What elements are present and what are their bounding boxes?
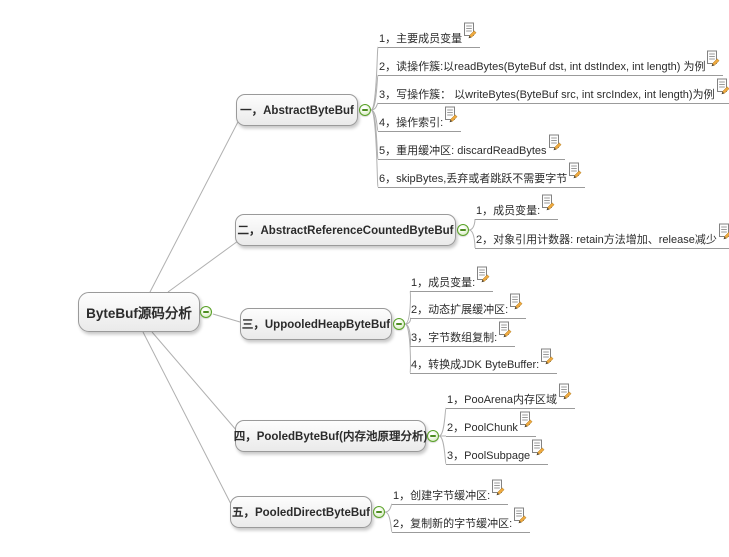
subtopic-label: 3，字节数组复制: [411, 332, 498, 344]
note-icon[interactable] [513, 507, 527, 524]
subtopic-label: 3，写操作簇： 以writeBytes(ByteBuf src, int src… [379, 89, 715, 101]
branch-label: 二，AbstractReferenceCountedByteBuf [237, 225, 454, 237]
note-icon[interactable] [548, 134, 562, 151]
subtopic[interactable]: 2，复制新的字节缓冲区: [392, 507, 531, 533]
note-icon[interactable] [491, 479, 505, 496]
note-icon[interactable] [444, 106, 458, 123]
branch-topic-abstractreferencecountedbytebuf[interactable]: 二，AbstractReferenceCountedByteBuf [235, 214, 456, 246]
branch-label: 一，AbstractByteBuf [240, 105, 354, 117]
subtopic-label: 2，对象引用计数器: retain方法增加、release减少 [476, 234, 717, 246]
branch-label: 五，PooledDirectByteBuf [231, 507, 371, 519]
collapse-icon[interactable] [393, 318, 405, 330]
subtopic[interactable]: 1，成员变量: [410, 266, 494, 292]
subtopic-label: 6，skipBytes,丢弃或者跳跃不需要字节 [379, 173, 568, 185]
branch-topic-uppooledheapbytebuf[interactable]: 三，UppooledHeapByteBuf [240, 308, 392, 340]
root-topic[interactable]: ByteBuf源码分析 [78, 292, 200, 332]
subtopic[interactable]: 3，PoolSubpage [446, 439, 549, 465]
collapse-icon[interactable] [359, 104, 371, 116]
branch-topic-pooleddirectbytebuf[interactable]: 五，PooledDirectByteBuf [230, 496, 372, 528]
subtopic-label: 2，复制新的字节缓冲区: [393, 518, 513, 530]
connector-line [370, 46, 379, 111]
connector-line [142, 331, 234, 509]
note-icon[interactable] [476, 266, 490, 283]
subtopic[interactable]: 1，主要成员变量 [378, 22, 481, 48]
subtopic[interactable]: 4，操作索引: [378, 106, 462, 132]
collapse-icon[interactable] [427, 430, 439, 442]
connector-line [438, 435, 447, 465]
connector-line [384, 511, 393, 533]
subtopic[interactable]: 2，PoolChunk [446, 411, 536, 437]
note-icon[interactable] [463, 22, 477, 39]
connector-line [167, 240, 239, 293]
connector-line [151, 331, 238, 432]
subtopic[interactable]: 1，成员变量: [475, 194, 559, 220]
subtopic-label: 2，读操作簇:以readBytes(ByteBuf dst, int dstIn… [379, 61, 706, 73]
connector-line [468, 218, 476, 231]
subtopic-label: 5，重用缓冲区: discardReadBytes [379, 145, 547, 157]
subtopic[interactable]: 2，对象引用计数器: retain方法增加、release减少 [475, 223, 729, 249]
collapse-icon[interactable] [457, 224, 469, 236]
subtopic-label: 1，成员变量: [411, 277, 476, 289]
connector-line [384, 503, 393, 513]
note-icon[interactable] [531, 439, 545, 456]
note-icon[interactable] [558, 383, 572, 400]
subtopic[interactable]: 2，读操作簇:以readBytes(ByteBuf dst, int dstIn… [378, 50, 724, 76]
subtopic[interactable]: 5，重用缓冲区: discardReadBytes [378, 134, 565, 160]
note-icon[interactable] [568, 162, 582, 179]
note-icon[interactable] [716, 78, 729, 95]
subtopic[interactable]: 3，写操作簇： 以writeBytes(ByteBuf src, int src… [378, 78, 729, 104]
note-icon[interactable] [706, 50, 720, 67]
note-icon[interactable] [540, 348, 554, 365]
subtopic[interactable]: 3，字节数组复制: [410, 321, 516, 347]
subtopic-label: 1，创建字节缓冲区: [393, 490, 491, 502]
collapse-icon[interactable] [373, 506, 385, 518]
subtopic-label: 1，主要成员变量 [379, 33, 463, 45]
branch-label: 三，UppooledHeapByteBuf [241, 319, 391, 331]
subtopic[interactable]: 2，动态扩展缓冲区: [410, 293, 527, 319]
note-icon[interactable] [718, 223, 729, 240]
subtopic[interactable]: 6，skipBytes,丢弃或者跳跃不需要字节 [378, 162, 586, 188]
subtopic-label: 4，转换成JDK ByteBuffer: [411, 359, 540, 371]
note-icon[interactable] [498, 321, 512, 338]
connector-line [370, 74, 379, 111]
subtopic-label: 1，PooArena内存区域 [447, 394, 558, 406]
note-icon[interactable] [541, 194, 555, 211]
subtopic-label: 4，操作索引: [379, 117, 444, 129]
branch-topic-abstractbytebuf[interactable]: 一，AbstractByteBuf [236, 94, 358, 126]
branch-topic-pooledbytebuf[interactable]: 四，PooledByteBuf(内存池原理分析) [233, 420, 428, 452]
connector-line [370, 109, 379, 188]
subtopic[interactable]: 4，转换成JDK ByteBuffer: [410, 348, 558, 374]
connector-line [212, 313, 241, 323]
connector-line [370, 109, 379, 132]
subtopic-label: 2，PoolChunk [447, 422, 518, 434]
connector-line [149, 117, 241, 293]
root-topic-label: ByteBuf源码分析 [86, 306, 192, 321]
subtopic-label: 1，成员变量: [476, 205, 541, 217]
branch-label: 四，PooledByteBuf(内存池原理分析) [233, 431, 428, 443]
subtopic-label: 3，PoolSubpage [447, 450, 531, 462]
collapse-icon[interactable] [200, 306, 212, 318]
note-icon[interactable] [509, 293, 523, 310]
note-icon[interactable] [519, 411, 533, 428]
subtopic[interactable]: 1，PooArena内存区域 [446, 383, 576, 409]
subtopic[interactable]: 1，创建字节缓冲区: [392, 479, 509, 505]
connector-line [438, 407, 447, 437]
subtopic-label: 2，动态扩展缓冲区: [411, 304, 509, 316]
connector-line [370, 109, 379, 160]
connector-line [370, 102, 379, 111]
